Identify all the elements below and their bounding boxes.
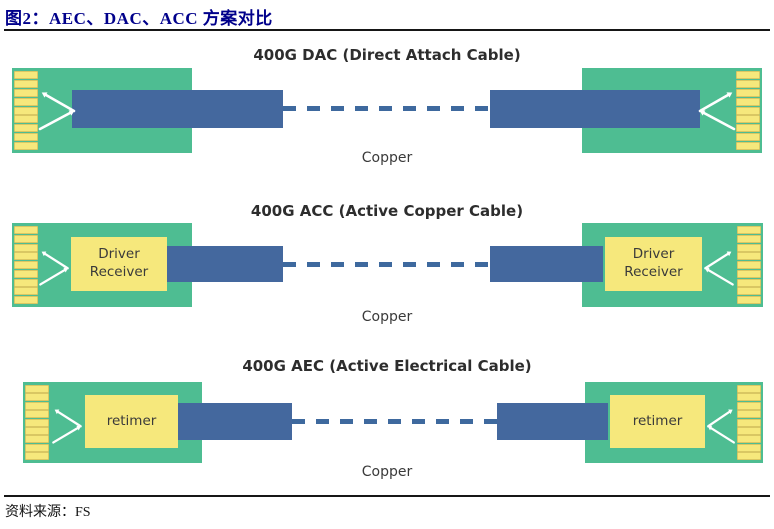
gold-finger-pad: [14, 71, 38, 79]
gold-finger-pad: [25, 418, 49, 427]
gold-finger-pad: [737, 287, 761, 296]
gold-finger-pad: [25, 401, 49, 410]
cable-body-right: [497, 403, 608, 440]
copper-label: Copper: [361, 464, 413, 480]
gold-finger-pad: [14, 234, 38, 243]
gold-finger-pad: [737, 435, 761, 444]
gold-finger-pad: [14, 115, 38, 124]
gold-finger-pads-right: [736, 71, 760, 150]
gold-finger-pad: [736, 88, 760, 97]
signal-arrows-right-icon: [698, 92, 736, 131]
cable-body-left: [72, 90, 283, 128]
cable-body-right: [490, 246, 603, 282]
gold-finger-pad: [14, 106, 38, 115]
gold-finger-pad: [736, 133, 760, 142]
gold-finger-pad: [736, 142, 760, 150]
gold-finger-pad: [736, 124, 760, 133]
driver-receiver-chip-left: Driver Receiver: [71, 237, 167, 291]
gold-finger-pad: [25, 393, 49, 402]
gold-finger-pads-right: [737, 226, 761, 304]
gold-finger-pad: [736, 115, 760, 124]
gold-finger-pad: [737, 410, 761, 419]
gold-finger-pad: [14, 296, 38, 304]
gold-finger-pad: [737, 393, 761, 402]
gold-finger-pad: [737, 385, 761, 393]
gold-finger-pad: [737, 443, 761, 452]
signal-arrows-left-icon: [39, 251, 69, 286]
title-rule: [4, 29, 770, 31]
retimer-chip-right: retimer: [610, 395, 705, 448]
driver-receiver-chip-right: Driver Receiver: [605, 237, 702, 291]
dashed-cable-line: [283, 106, 490, 111]
gold-finger-pad: [14, 142, 38, 150]
gold-finger-pad: [737, 426, 761, 435]
gold-finger-pad: [736, 79, 760, 88]
gold-finger-pad: [737, 452, 761, 460]
signal-arrows-right-icon: [707, 409, 735, 444]
gold-finger-pad: [736, 71, 760, 79]
cable-body-right: [490, 90, 700, 128]
source-rule: [4, 495, 770, 497]
gold-finger-pad: [25, 452, 49, 460]
copper-label: Copper: [361, 150, 413, 166]
gold-finger-pad: [25, 410, 49, 419]
aec-section-title: 400G AEC (Active Electrical Cable): [242, 357, 532, 375]
dac-section: 400G DAC (Direct Attach Cable) Copper: [0, 40, 774, 190]
gold-finger-pad: [14, 252, 38, 261]
gold-finger-pad: [25, 385, 49, 393]
gold-finger-pad: [14, 243, 38, 252]
figure-title: 图2：AEC、DAC、ACC 方案对比: [5, 9, 273, 28]
acc-section: 400G ACC (Active Copper Cable) Driver Re…: [0, 195, 774, 345]
gold-finger-pads-left: [14, 226, 38, 304]
gold-finger-pad: [14, 97, 38, 106]
gold-finger-pad: [14, 287, 38, 296]
acc-section-title: 400G ACC (Active Copper Cable): [250, 202, 524, 220]
gold-finger-pad: [737, 226, 761, 234]
gold-finger-pad: [737, 296, 761, 304]
cable-body-left: [178, 403, 292, 440]
gold-finger-pad: [14, 88, 38, 97]
signal-arrows-left-icon: [38, 92, 76, 131]
gold-finger-pad: [737, 234, 761, 243]
dashed-cable-line: [283, 262, 490, 267]
gold-finger-pad: [14, 261, 38, 269]
signal-arrows-right-icon: [704, 251, 734, 286]
gold-finger-pads-left: [25, 385, 49, 460]
gold-finger-pad: [737, 261, 761, 269]
gold-finger-pads-right: [737, 385, 761, 460]
gold-finger-pad: [737, 252, 761, 261]
retimer-chip-left: retimer: [85, 395, 178, 448]
gold-finger-pad: [737, 269, 761, 278]
gold-finger-pad: [14, 278, 38, 287]
gold-finger-pad: [736, 106, 760, 115]
cable-body-left: [167, 246, 283, 282]
gold-finger-pad: [25, 443, 49, 452]
source-note: 资料来源：FS: [5, 505, 91, 520]
gold-finger-pad: [737, 418, 761, 427]
dac-section-title: 400G DAC (Direct Attach Cable): [253, 46, 521, 64]
gold-finger-pad: [14, 79, 38, 88]
gold-finger-pads-left: [14, 71, 38, 150]
aec-section: 400G AEC (Active Electrical Cable) retim…: [0, 350, 774, 495]
gold-finger-pad: [14, 269, 38, 278]
signal-arrows-left-icon: [52, 409, 82, 444]
gold-finger-pad: [25, 435, 49, 444]
gold-finger-pad: [737, 278, 761, 287]
gold-finger-pad: [25, 426, 49, 435]
gold-finger-pad: [737, 243, 761, 252]
gold-finger-pad: [14, 124, 38, 133]
gold-finger-pad: [14, 226, 38, 234]
gold-finger-pad: [14, 133, 38, 142]
copper-label: Copper: [361, 309, 413, 325]
dashed-cable-line: [292, 419, 497, 424]
gold-finger-pad: [736, 97, 760, 106]
gold-finger-pad: [737, 401, 761, 410]
